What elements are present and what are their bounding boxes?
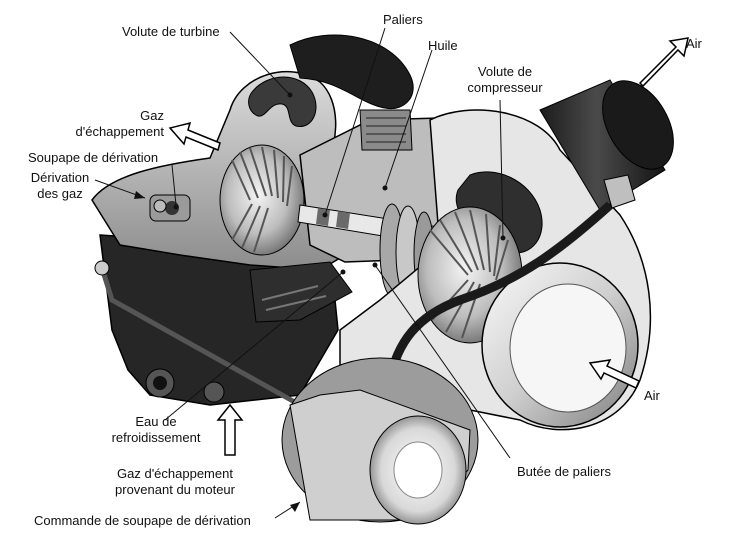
label-derivation-gaz-line1: Dérivation xyxy=(30,170,90,185)
label-eau-line1: Eau de xyxy=(135,414,177,429)
label-air-right: Air xyxy=(644,388,660,403)
leader-butee xyxy=(374,264,511,459)
air-inlet-arrow xyxy=(588,359,640,390)
label-soupape-derivation: Soupape de dérivation xyxy=(28,150,159,165)
label-eau-line2: refroidissement xyxy=(111,430,201,445)
turbine-scroll-top xyxy=(289,34,414,110)
label-gaz-echappement-line1: Gaz xyxy=(140,108,164,123)
turbine-volute-section xyxy=(248,76,317,127)
leader-huile xyxy=(384,49,433,189)
label-volute-compresseur-line1: Volute de xyxy=(477,64,533,79)
label-butee-paliers: Butée de paliers xyxy=(517,464,611,479)
label-volute-turbine: Volute de turbine xyxy=(122,24,220,39)
label-air-top: Air xyxy=(686,36,702,51)
leader-volute-turbine xyxy=(229,31,291,96)
compressor-inlet-ring xyxy=(481,262,639,428)
flange-bolt-hole xyxy=(153,376,167,390)
wastegate-valve xyxy=(149,194,191,222)
exhaust-in-arrow xyxy=(216,403,244,456)
air-outlet-arrow xyxy=(638,37,689,88)
wastegate-actuator-rod xyxy=(99,267,302,408)
label-gaz-moteur-line1: Gaz d'échappement xyxy=(117,466,233,481)
leader-eau xyxy=(164,271,344,421)
label-gaz-moteur-line2: provenant du moteur xyxy=(115,482,235,497)
flange-bolt-hole xyxy=(203,381,225,403)
label-volute-compresseur-line2: compresseur xyxy=(467,80,543,95)
label-gaz-echappement-line2: d'échappement xyxy=(75,124,165,139)
wastegate-actuator-hose xyxy=(383,201,614,391)
leader-paliers xyxy=(324,27,386,216)
label-paliers: Paliers xyxy=(383,12,423,27)
leader-volute-compresseur xyxy=(499,99,504,239)
oil-inlet-fitting xyxy=(359,109,413,151)
label-derivation-gaz-line2: des gaz xyxy=(37,186,83,201)
exhaust-out-arrow xyxy=(168,121,221,152)
leader-soupape xyxy=(171,164,177,206)
label-commande-soupape: Commande de soupape de dérivation xyxy=(34,513,251,528)
wastegate-actuator-canister xyxy=(281,357,479,525)
label-huile: Huile xyxy=(428,38,458,53)
compressor-outlet-pipe xyxy=(539,79,674,211)
turbine-wheel xyxy=(219,144,305,256)
